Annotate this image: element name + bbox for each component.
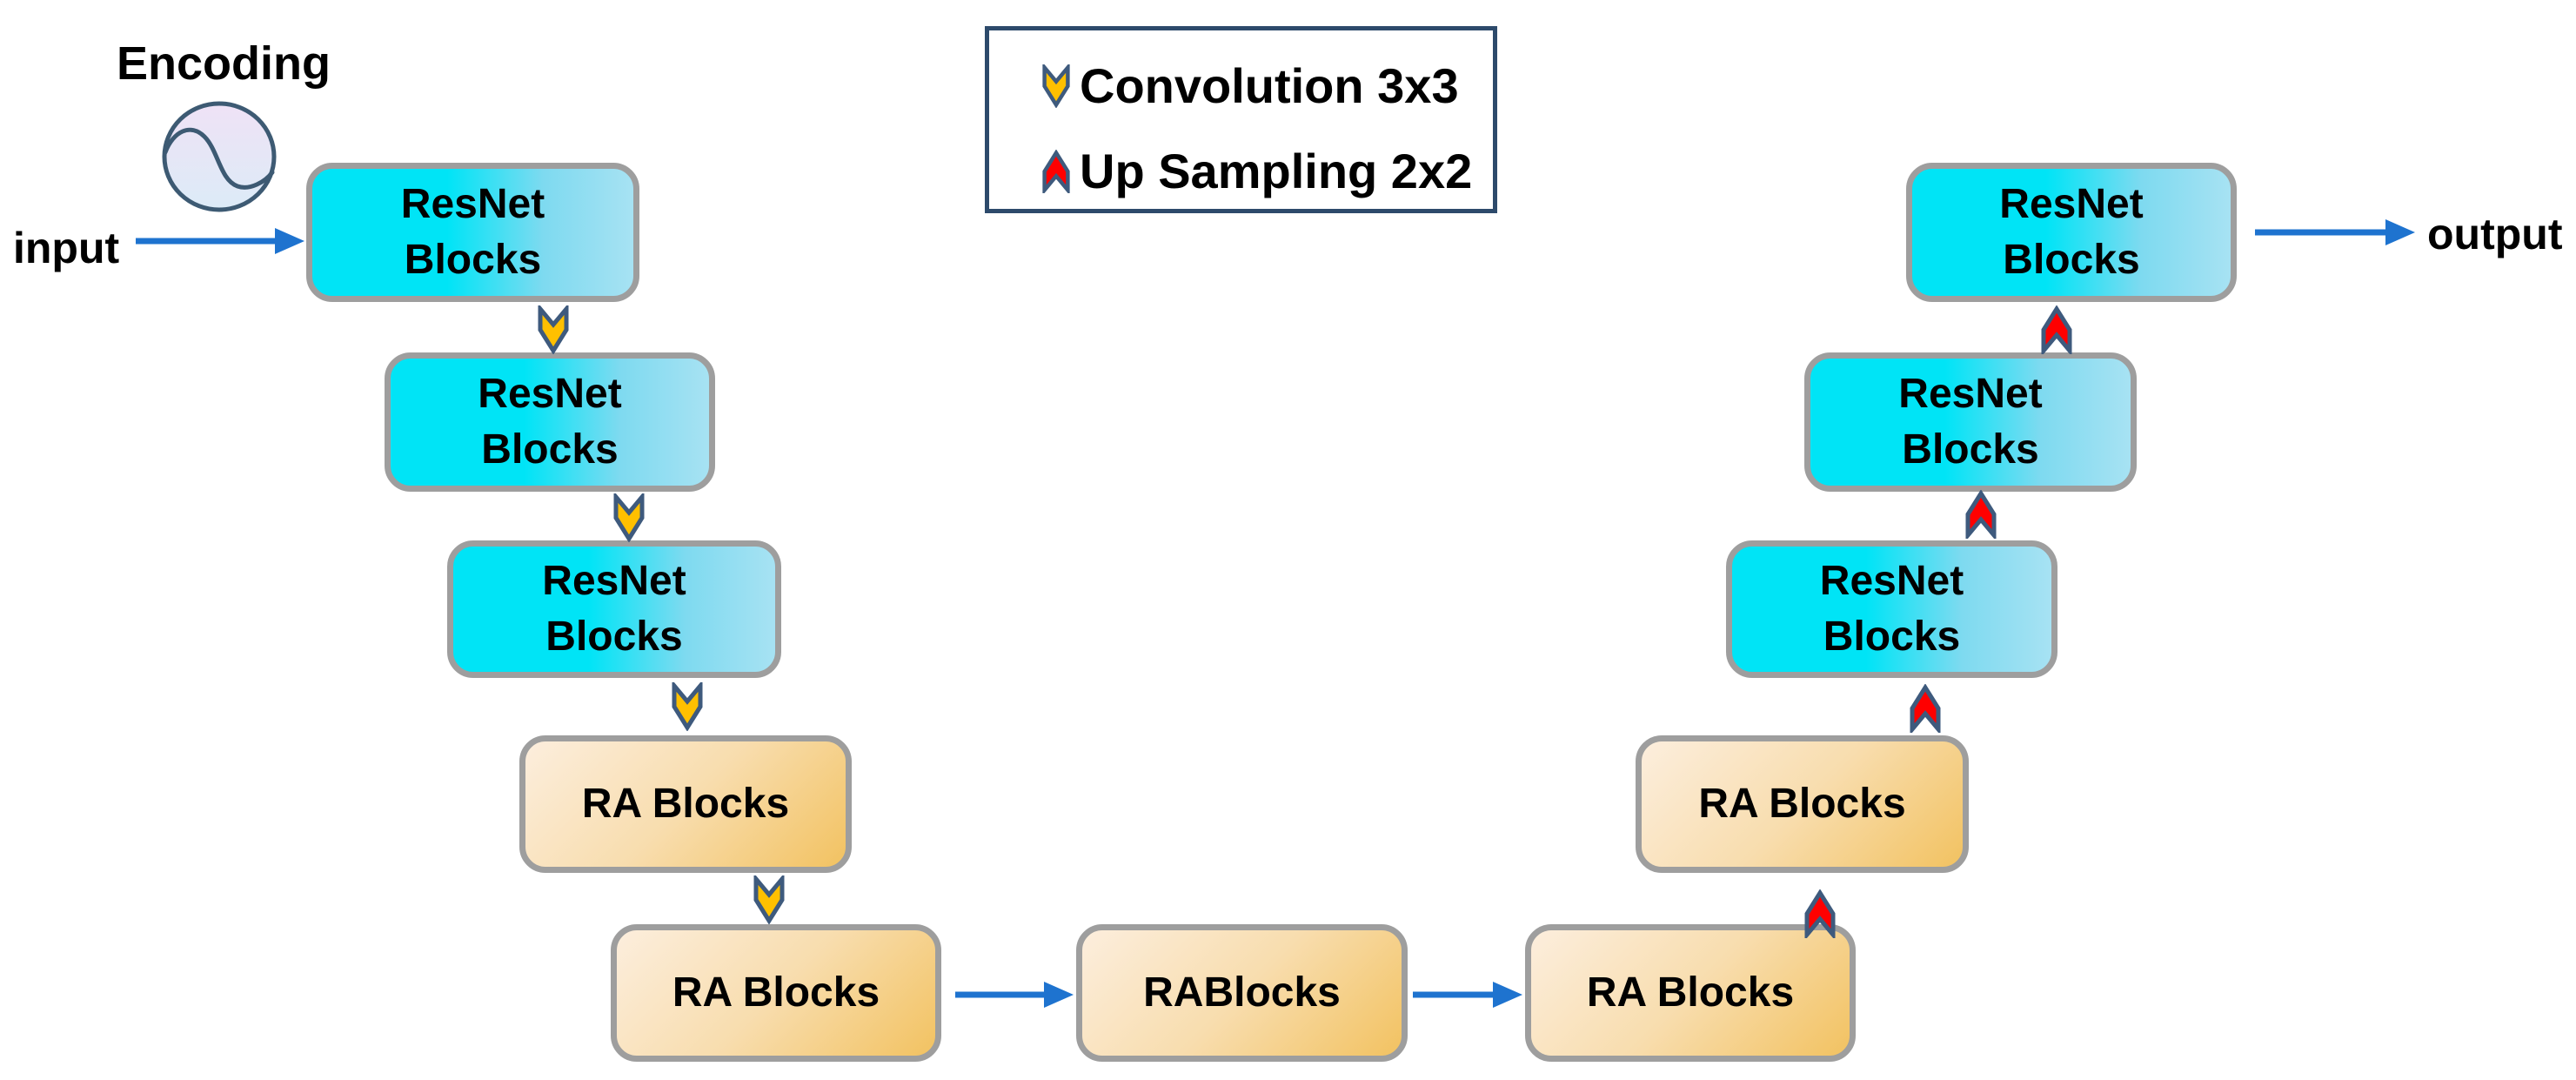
convolution-down-chevron-icon [1042,64,1070,108]
encoding-label: Encoding [117,37,331,90]
decoder-resnet-block-1: ResNet Blocks [1726,540,2057,678]
convolution-chevron-icon [753,875,785,924]
block-label-line: ResNet [1999,180,2144,227]
encoding-sine-wave-icon [162,101,277,212]
bottleneck-ra-block-left: RA Blocks [611,924,941,1062]
block-label-line: Blocks [1902,426,2039,473]
block-label-line: Blocks [481,426,619,473]
upsampling-chevron-icon [2041,305,2072,354]
block-label-line: ResNet [1898,370,2043,417]
legend-row-convolution: Convolution 3x3 [1041,57,1459,114]
encoder-resnet-block-2: ResNet Blocks [385,352,715,492]
upsampling-chevron-icon [1965,490,1997,539]
block-label-line: RA Blocks [581,780,790,827]
legend-box: Convolution 3x3 Up Sampling 2x2 [985,26,1497,213]
block-label-line: Blocks [2003,237,2140,283]
block-label-line: RA Blocks [1698,780,1906,827]
block-label-line: RA Blocks [672,969,880,1016]
convolution-chevron-icon [672,682,703,731]
decoder-ra-block-1: RA Blocks [1636,735,1969,873]
bottleneck-arrow-left [955,982,1074,1008]
bottleneck-ra-block-right: RA Blocks [1525,924,1856,1062]
input-arrow [136,228,304,254]
upsampling-up-chevron-icon [1042,149,1070,193]
decoder-resnet-block-3: ResNet Blocks [1906,163,2237,302]
encoder-resnet-block-3: ResNet Blocks [447,540,781,678]
convolution-chevron-icon [538,305,569,354]
upsampling-chevron-icon [1804,889,1836,938]
encoder-ra-block-1: RA Blocks [519,735,852,873]
decoder-resnet-block-2: ResNet Blocks [1804,352,2137,492]
block-label-line: Blocks [1823,614,1961,660]
block-label-line: Blocks [404,237,542,283]
block-label-line: Blocks [545,614,683,660]
input-label: input [13,224,120,272]
block-label-line: RA Blocks [1586,969,1795,1016]
block-label-line: RABlocks [1143,969,1341,1016]
output-arrow [2255,219,2415,245]
bottleneck-ra-block-middle: RABlocks [1076,924,1408,1062]
upsampling-chevron-icon [1910,684,1941,733]
legend-row-upsampling: Up Sampling 2x2 [1041,143,1472,199]
block-label-line: ResNet [478,370,622,417]
encoder-resnet-block-1: ResNet Blocks [306,163,639,302]
output-label: output [2427,210,2563,258]
convolution-chevron-icon [613,493,645,542]
bottleneck-arrow-right [1413,982,1522,1008]
block-label-line: ResNet [542,557,686,604]
legend-label-upsampling: Up Sampling 2x2 [1080,144,1473,198]
block-label-line: ResNet [1819,557,1964,604]
block-label-line: ResNet [400,180,545,227]
legend-label-convolution: Convolution 3x3 [1080,58,1459,113]
